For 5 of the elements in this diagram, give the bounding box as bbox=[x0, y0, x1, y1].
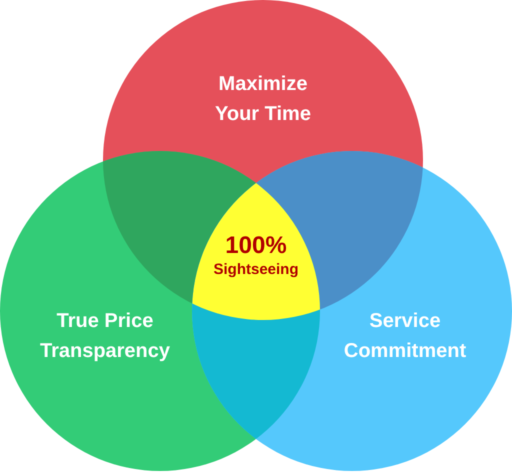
center-label: 100% bbox=[224, 232, 288, 260]
circle-label: Service Commitment bbox=[342, 309, 468, 364]
circle-label: Maximize Your Time bbox=[214, 72, 312, 127]
circle-label: True Price Transparency bbox=[38, 309, 172, 364]
center-label: Sightseeing bbox=[212, 260, 300, 280]
